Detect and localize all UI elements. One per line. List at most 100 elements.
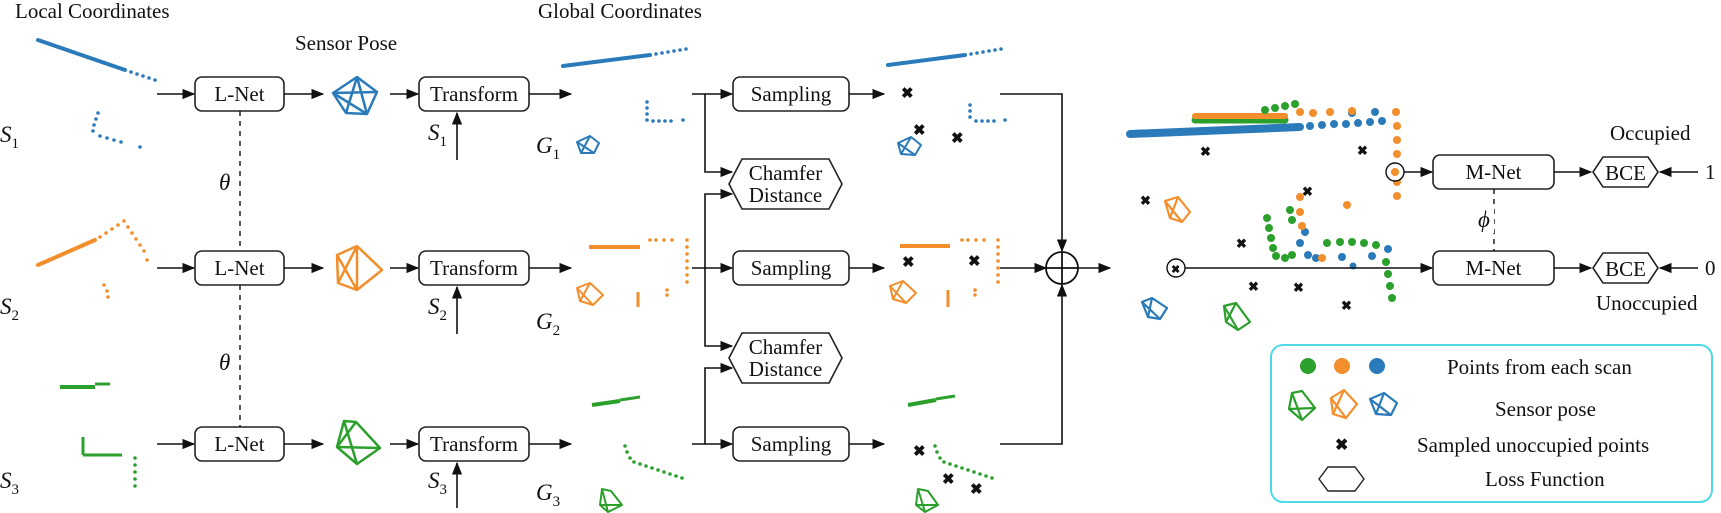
mnet-label: M-Net — [1466, 160, 1522, 184]
bce-label: BCE — [1605, 161, 1646, 185]
unoccupied-label: Unoccupied — [1596, 291, 1698, 315]
mnet-box-2: M-Net — [1432, 250, 1555, 286]
scan-label-s3: S3 — [0, 468, 19, 498]
legend-pose-icons — [1287, 388, 1399, 422]
sampled-pose-3 — [915, 488, 939, 513]
occupied-label: Occupied — [1610, 121, 1691, 145]
transform-box-3: Transform — [418, 426, 530, 462]
global-cloud-2 — [589, 238, 689, 307]
header-local-coordinates: Local Coordinates — [15, 0, 170, 23]
bce-loss-2: BCE — [1592, 252, 1659, 284]
svg-text:✖: ✖ — [913, 444, 926, 460]
global-pose-2 — [576, 282, 604, 306]
sampled-cloud-1 — [886, 47, 1007, 123]
merged-pose-blue — [1140, 296, 1169, 321]
svg-text:✖: ✖ — [1341, 298, 1352, 313]
lnet-label: L-Net — [214, 82, 264, 106]
chamfer-label: Chamfer — [749, 161, 822, 185]
svg-text:✖: ✖ — [951, 131, 964, 147]
sampled-pose-1 — [897, 136, 922, 156]
legend-pose-label: Sensor pose — [1495, 397, 1596, 421]
transform-label: Transform — [430, 432, 518, 456]
global-label-g1: G1 — [536, 133, 560, 163]
pose-icon-orange — [335, 244, 384, 292]
sampling-box-3: Sampling — [732, 426, 850, 462]
lnet-label: L-Net — [214, 256, 264, 280]
target-occupied: 1 — [1705, 160, 1716, 184]
local-scan-3-points — [60, 382, 137, 488]
svg-text:✖: ✖ — [1248, 279, 1259, 294]
merged-pose-green — [1222, 301, 1252, 332]
legend-unoccupied-marker: ✖ — [1335, 437, 1348, 454]
target-unoccupied: 0 — [1705, 256, 1716, 280]
header-sensor-pose: Sensor Pose — [295, 31, 397, 55]
sampling-label: Sampling — [751, 256, 832, 280]
svg-text:✖: ✖ — [901, 86, 914, 102]
chamfer-label: Distance — [749, 183, 822, 207]
svg-text:✖: ✖ — [1200, 144, 1211, 159]
pose-icon-green — [335, 419, 382, 466]
legend-points-label: Points from each scan — [1447, 355, 1632, 379]
chamfer-loss-2: Chamfer Distance — [728, 332, 843, 384]
scan-label-s2: S2 — [0, 294, 19, 324]
global-label-g2: G2 — [536, 309, 560, 339]
local-scan-2-points — [36, 219, 149, 299]
merged-pose-orange — [1163, 195, 1192, 224]
mnet-label: M-Net — [1466, 256, 1522, 280]
sampling-box-1: Sampling — [732, 76, 850, 112]
global-cloud-1 — [561, 47, 688, 123]
mnet-box-1: M-Net — [1432, 154, 1555, 190]
sampling-label: Sampling — [751, 432, 832, 456]
svg-text:✖: ✖ — [902, 255, 915, 271]
sampling-label: Sampling — [751, 82, 832, 106]
svg-text:✖: ✖ — [1293, 280, 1304, 295]
lnet-box-3: L-Net — [194, 426, 285, 462]
svg-text:✖: ✖ — [1302, 184, 1313, 199]
sampled-pose-2 — [889, 280, 917, 304]
transform-label: Transform — [430, 82, 518, 106]
legend-points-swatch — [1300, 358, 1385, 374]
legend-loss-label: Loss Function — [1485, 467, 1605, 491]
header-global-coordinates: Global Coordinates — [538, 0, 702, 23]
legend-unoccupied-label: Sampled unoccupied points — [1417, 433, 1649, 457]
sampled-cloud-2 — [900, 238, 1000, 307]
chamfer-loss-1: Chamfer Distance — [728, 158, 843, 210]
svg-text:✖: ✖ — [942, 472, 955, 488]
transform-input-s1: S1 — [428, 120, 447, 150]
local-scan-1-points — [36, 38, 157, 149]
chamfer-label: Chamfer — [749, 335, 822, 359]
transform-box-1: Transform — [418, 76, 530, 112]
scan-label-s1: S1 — [0, 122, 19, 152]
query-point-unoccupied: ✖ — [1166, 258, 1186, 278]
merged-map-points: ✖ ✖ ✖ ✖ ✖ ✖ ✖ ✖ — [1126, 100, 1401, 313]
transform-box-2: Transform — [418, 250, 530, 286]
svg-text:✖: ✖ — [1140, 193, 1151, 208]
transform-input-s2: S2 — [428, 294, 447, 324]
lnet-label: L-Net — [214, 432, 264, 456]
lnet-box-1: L-Net — [194, 76, 285, 112]
phi-label: ϕ — [1478, 207, 1490, 232]
theta-label: θ — [219, 350, 230, 375]
transform-label: Transform — [430, 256, 518, 280]
svg-text:✖: ✖ — [968, 254, 981, 270]
pose-icon-blue — [331, 75, 379, 116]
svg-text:✖: ✖ — [970, 482, 983, 498]
query-point-occupied — [1385, 162, 1405, 182]
sampled-cloud-3 — [907, 394, 994, 480]
svg-text:✖: ✖ — [1236, 236, 1247, 251]
bce-loss-1: BCE — [1592, 156, 1659, 188]
chamfer-label: Distance — [749, 357, 822, 381]
legend-loss-hexagon — [1318, 466, 1365, 492]
global-pose-1 — [576, 135, 600, 154]
transform-input-s3: S3 — [428, 468, 447, 498]
lnet-box-2: L-Net — [194, 250, 285, 286]
global-label-g3: G3 — [536, 480, 560, 510]
unoccupied-marker-group: ✖ ✖ ✖ ✖ ✖ ✖ ✖ ✖ — [901, 86, 983, 498]
bce-label: BCE — [1605, 257, 1646, 281]
theta-label: θ — [219, 170, 230, 195]
global-pose-3 — [599, 488, 623, 513]
global-cloud-3 — [591, 395, 684, 480]
svg-text:✖: ✖ — [1171, 264, 1180, 276]
svg-text:✖: ✖ — [913, 123, 926, 139]
